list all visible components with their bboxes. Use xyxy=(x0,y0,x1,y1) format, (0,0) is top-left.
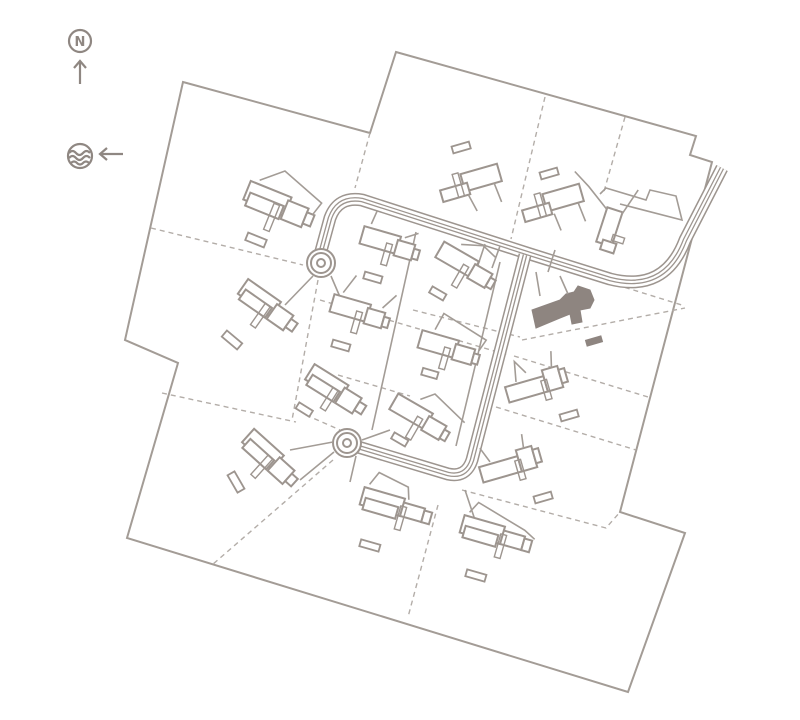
garage-lot-17 xyxy=(464,568,488,583)
water-indicator xyxy=(66,142,123,170)
house-lot-10 xyxy=(416,312,488,371)
garage-lot-16 xyxy=(358,538,382,553)
house-lot-13 xyxy=(503,351,570,404)
site-boundary xyxy=(123,50,714,694)
house-lot-2 xyxy=(438,162,504,212)
garage-lot-2 xyxy=(450,140,472,155)
house-lot-5 xyxy=(236,277,300,334)
garage-lot-5 xyxy=(220,329,244,351)
garage-lot-13 xyxy=(558,408,580,423)
garage-lot-6 xyxy=(226,470,246,494)
house-lot-16 xyxy=(358,471,434,532)
house-lot-4 xyxy=(574,170,639,255)
garage-lot-11 xyxy=(389,431,410,448)
house-lot-9 xyxy=(433,240,498,291)
garage-lot-1 xyxy=(244,231,268,249)
house-lot-7 xyxy=(328,275,398,335)
house-lot-2a xyxy=(358,210,422,267)
water-waves-icon xyxy=(66,142,94,170)
yard-lot-4 xyxy=(599,187,684,222)
house-lot-11 xyxy=(387,392,466,443)
garage-lot-8 xyxy=(294,401,315,419)
house-lot-6 xyxy=(240,427,300,488)
house-lot-17 xyxy=(458,501,536,560)
house-lot-8 xyxy=(303,362,368,416)
house-lot-3 xyxy=(520,182,587,231)
house-lot-14 xyxy=(477,434,544,484)
north-label: N xyxy=(75,35,86,50)
north-compass-icon xyxy=(67,28,93,54)
arrow-up-icon xyxy=(73,59,87,84)
house-lot-1 xyxy=(241,170,323,233)
road-network xyxy=(284,165,728,521)
garage-lot-9 xyxy=(427,285,448,302)
garage-lot-10 xyxy=(420,366,440,381)
garage-lot-2a xyxy=(362,270,384,285)
north-indicator: N xyxy=(67,28,93,84)
garage-lot-14 xyxy=(532,490,554,505)
arrow-left-icon xyxy=(98,147,123,161)
houses xyxy=(220,140,684,583)
highlighted-building[interactable] xyxy=(531,271,604,347)
garage-lot-7 xyxy=(330,338,352,353)
lot-lines xyxy=(150,96,686,618)
garage-lot-3 xyxy=(538,166,560,181)
